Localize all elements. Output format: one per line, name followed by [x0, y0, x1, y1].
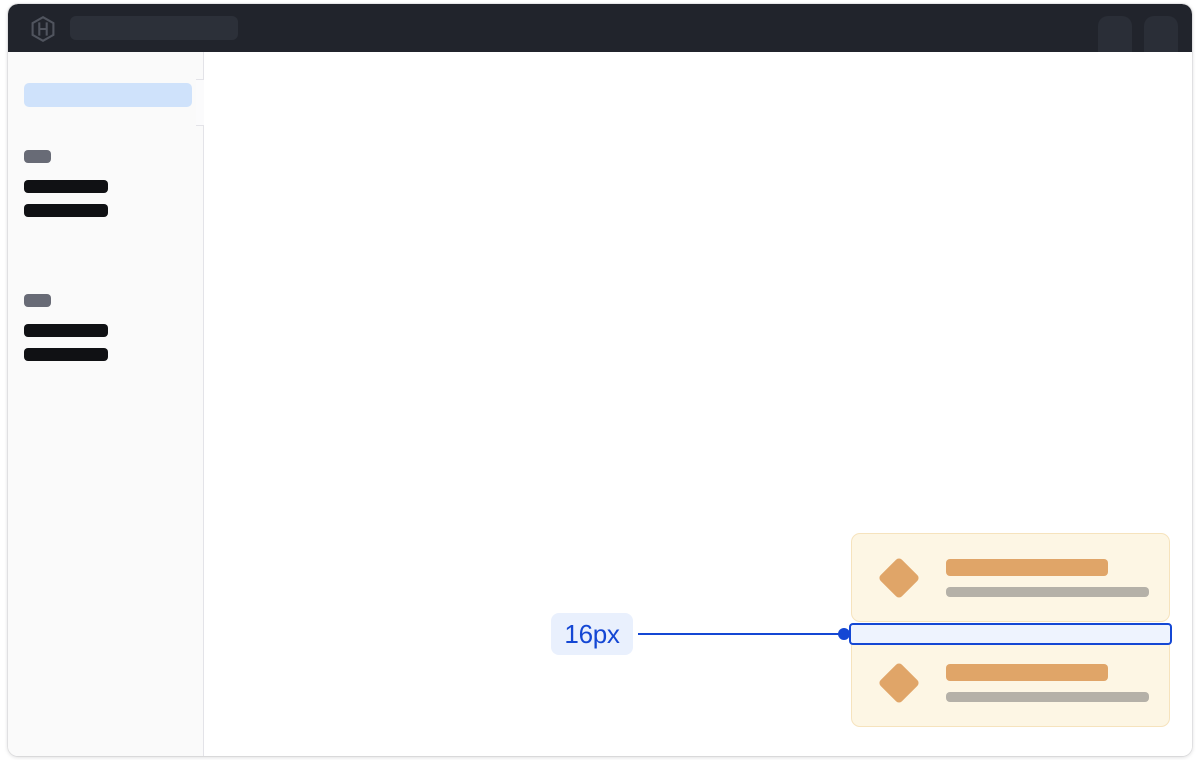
search-input[interactable]	[70, 16, 238, 40]
sidebar-group-one	[24, 150, 108, 217]
header-chip-one[interactable]	[1098, 16, 1132, 52]
header-actions	[1098, 16, 1178, 52]
app-window: 16px	[8, 4, 1192, 756]
sidebar-group-label	[24, 294, 51, 307]
card-title	[946, 558, 1108, 576]
diamond-icon	[877, 661, 921, 704]
sidebar-item-row[interactable]	[24, 204, 108, 217]
app-header	[8, 4, 1192, 52]
hexagon-monogram-logo-icon	[30, 15, 56, 43]
card-text-block	[946, 663, 1149, 702]
card-subtitle	[946, 586, 1149, 597]
sidebar	[8, 52, 211, 756]
diamond-icon	[877, 556, 921, 599]
canvas: 16px	[204, 52, 1192, 756]
spacing-leader-line	[638, 633, 844, 635]
sidebar-item-active[interactable]	[24, 83, 192, 107]
sidebar-item-row[interactable]	[24, 180, 108, 193]
app-body: 16px	[8, 52, 1192, 756]
sidebar-item-row[interactable]	[24, 324, 108, 337]
info-card[interactable]	[851, 533, 1170, 622]
card-title	[946, 663, 1108, 681]
spacing-highlight-band	[849, 623, 1172, 645]
card-text-block	[946, 558, 1149, 597]
card-subtitle	[946, 691, 1149, 702]
sidebar-group-two	[24, 294, 108, 361]
sidebar-group-label	[24, 150, 51, 163]
header-chip-two[interactable]	[1144, 16, 1178, 52]
sidebar-item-row[interactable]	[24, 348, 108, 361]
info-card[interactable]	[851, 638, 1170, 727]
spacing-value-label: 16px	[551, 613, 633, 655]
spacing-endpoint-dot-icon	[838, 628, 850, 640]
card-stack	[851, 533, 1170, 727]
